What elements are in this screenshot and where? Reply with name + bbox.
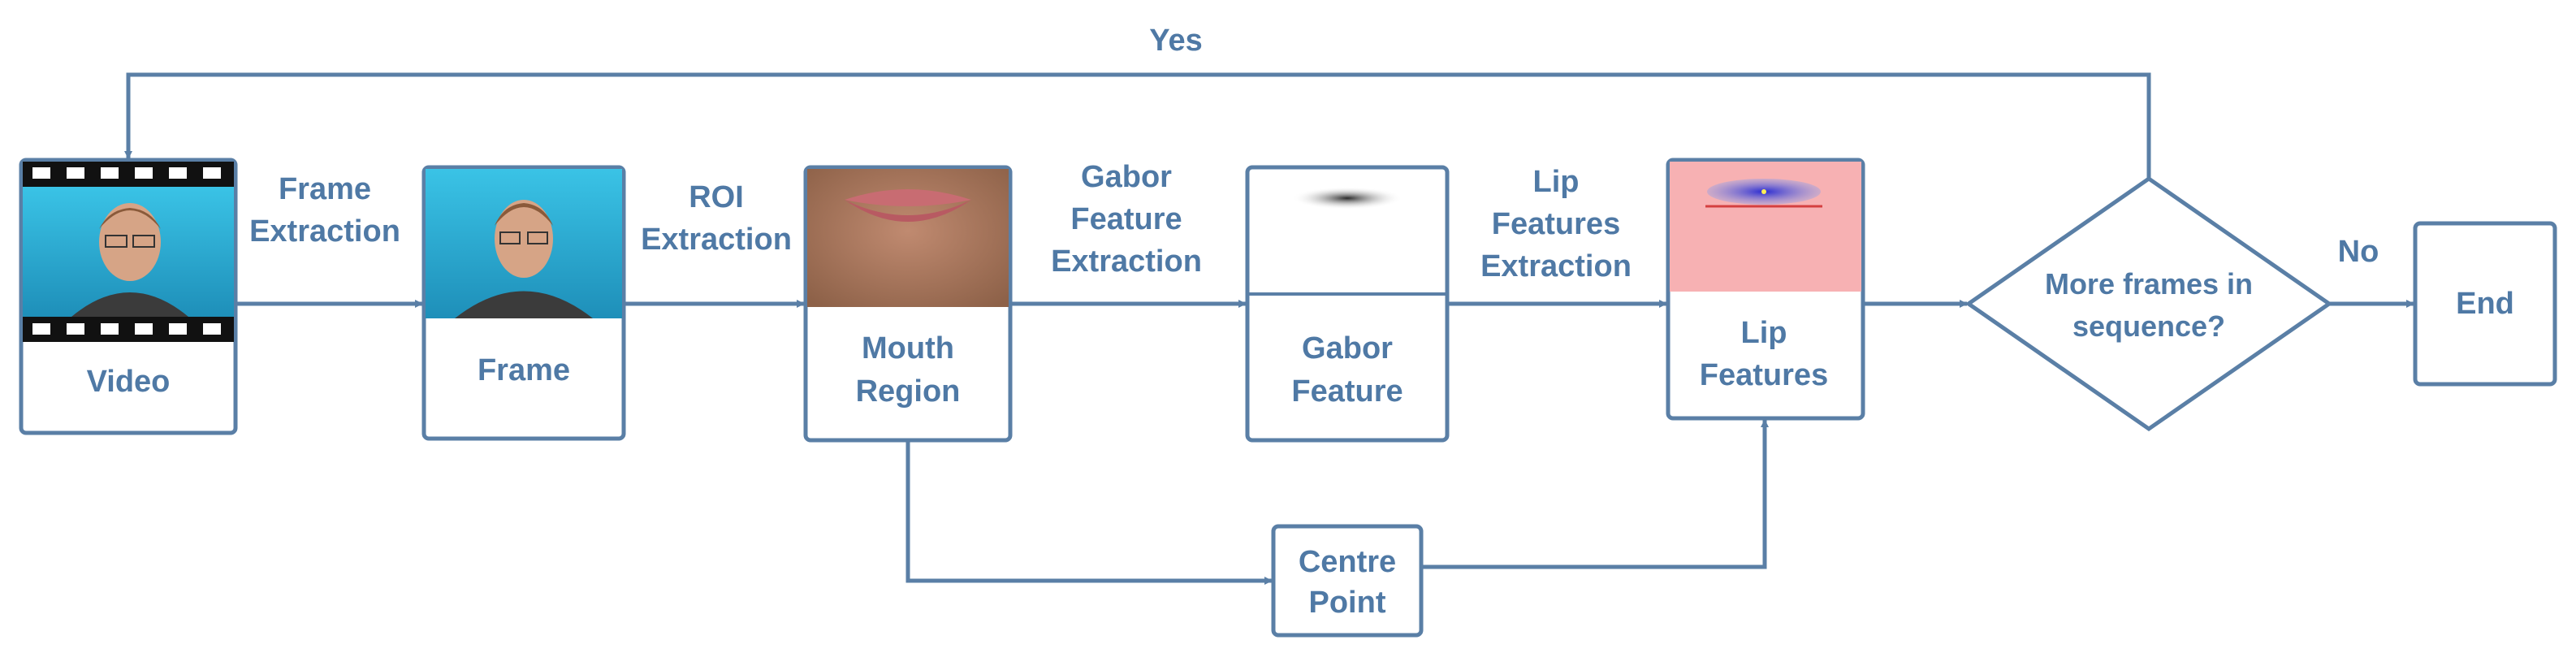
edge-centre-lip	[1421, 419, 1769, 569]
mouth-label-2: Region	[856, 374, 961, 409]
gabor-label-1: Gabor	[1302, 331, 1393, 365]
lip-label-2: Features	[1700, 358, 1828, 392]
centre-label-1: Centre	[1299, 545, 1396, 579]
video-label: Video	[87, 365, 171, 399]
mouth-label-1: Mouth	[862, 331, 954, 365]
gabor-extraction-label-2: Feature	[1070, 202, 1182, 236]
centre-label-2: Point	[1309, 586, 1386, 620]
end-label: End	[2456, 287, 2514, 321]
no-label: No	[2338, 235, 2379, 269]
gabor-blob-icon	[1249, 187, 1446, 296]
lip-extraction-label-3: Extraction	[1480, 249, 1632, 283]
yes-label: Yes	[1149, 24, 1203, 58]
decision-label-1: More frames in	[2045, 267, 2253, 301]
gabor-label-2: Feature	[1291, 374, 1403, 409]
gabor-extraction-label-1: Gabor	[1081, 160, 1172, 194]
film-strip-icon	[23, 162, 234, 342]
edge-yes-loop	[124, 72, 2151, 179]
frame-extraction-label-1: Frame	[279, 172, 371, 206]
gabor-extraction-label-3: Extraction	[1051, 244, 1202, 279]
end-node	[2413, 221, 2557, 387]
decision-node	[1964, 175, 2333, 432]
lip-extraction-label-2: Features	[1492, 207, 1620, 241]
roi-extraction-label-2: Extraction	[641, 223, 792, 257]
lip-extraction-label-1: Lip	[1533, 165, 1580, 199]
lip-contour-icon	[1670, 162, 1861, 292]
centre-point-node	[1271, 524, 1424, 638]
lip-label-1: Lip	[1741, 316, 1787, 350]
roi-extraction-label-1: ROI	[689, 180, 744, 214]
frame-label: Frame	[478, 353, 570, 387]
mouth-crop-icon	[807, 169, 1009, 307]
frame-extraction-label-2: Extraction	[249, 214, 400, 249]
decision-label-2: sequence?	[2072, 309, 2225, 343]
edge-mouth-centre	[905, 440, 1273, 585]
face-photo-icon	[426, 169, 622, 318]
